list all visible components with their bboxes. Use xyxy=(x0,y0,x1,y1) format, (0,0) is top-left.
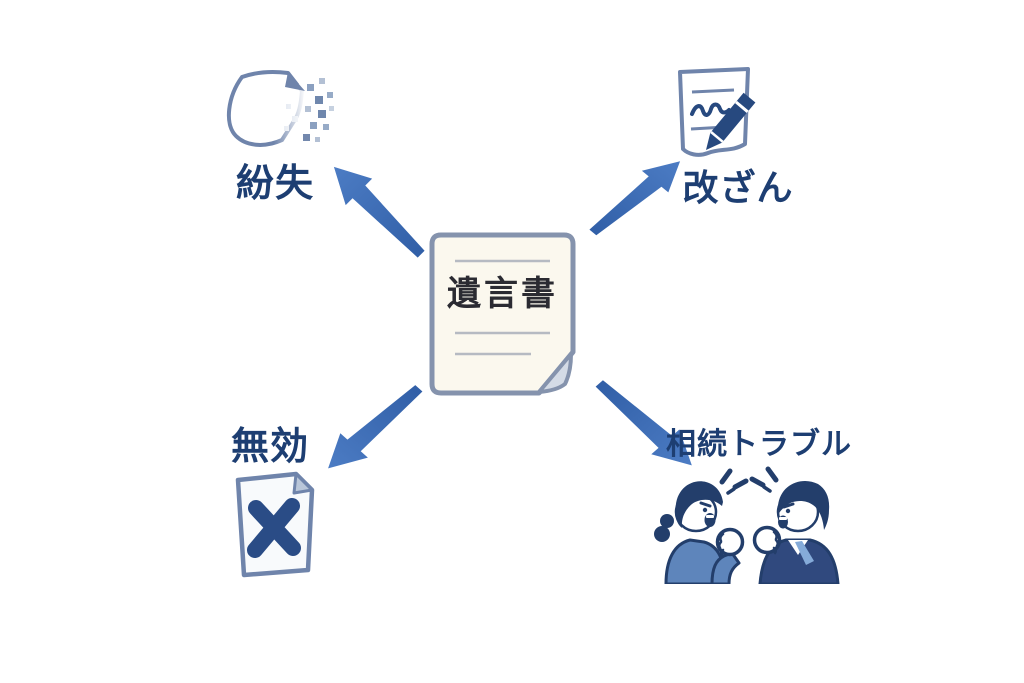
crossed-out-paper-icon xyxy=(235,471,315,578)
dissolving-paper-icon xyxy=(226,70,334,148)
will-document-icon xyxy=(429,232,576,396)
center-document-label: 遺言書 xyxy=(447,275,558,313)
risk-label-loss: 紛失 xyxy=(235,163,314,205)
paper-and-pencil-icon xyxy=(678,67,756,157)
risk-label-trouble: 相続トラブル xyxy=(666,428,852,461)
risk-label-tampering: 改ざん xyxy=(682,167,794,208)
arrow-top-right-icon xyxy=(589,161,681,236)
arrow-top-left-icon xyxy=(333,166,425,258)
arguing-people-icon xyxy=(654,466,840,584)
risk-label-invalid: 無効 xyxy=(230,426,309,468)
arrow-bottom-left-icon xyxy=(328,385,423,469)
arrow-bottom-right-icon xyxy=(595,380,692,466)
